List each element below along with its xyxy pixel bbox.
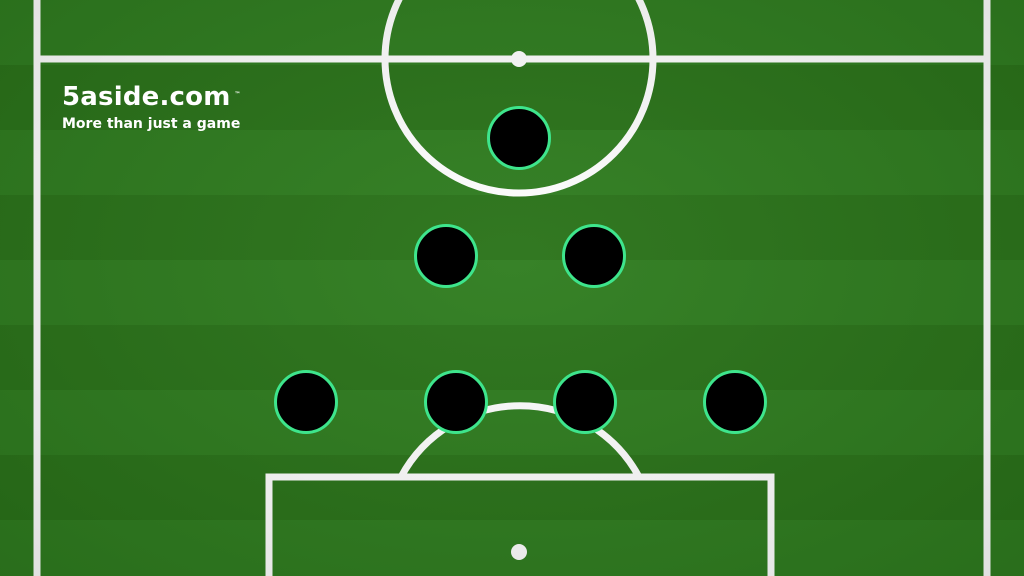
player-marker-defence-4[interactable]	[703, 370, 767, 434]
brand-name: 5aside.com ™	[62, 82, 240, 112]
centre-spot	[511, 51, 527, 67]
player-marker-striker[interactable]	[487, 106, 551, 170]
player-marker-defence-1[interactable]	[274, 370, 338, 434]
brand-tagline: More than just a game	[62, 116, 241, 132]
penalty-arc	[397, 402, 643, 479]
brand-logo: 5aside.com ™ More than just a game	[62, 82, 240, 132]
penalty-spot	[511, 544, 527, 560]
centre-circle	[381, 0, 657, 197]
player-marker-defence-3[interactable]	[553, 370, 617, 434]
player-marker-midfield-right[interactable]	[562, 224, 626, 288]
player-marker-defence-2[interactable]	[424, 370, 488, 434]
brand-name-text: 5aside.com	[62, 82, 231, 112]
trademark-symbol: ™	[234, 91, 241, 98]
player-marker-midfield-left[interactable]	[414, 224, 478, 288]
penalty-box	[265, 473, 775, 576]
